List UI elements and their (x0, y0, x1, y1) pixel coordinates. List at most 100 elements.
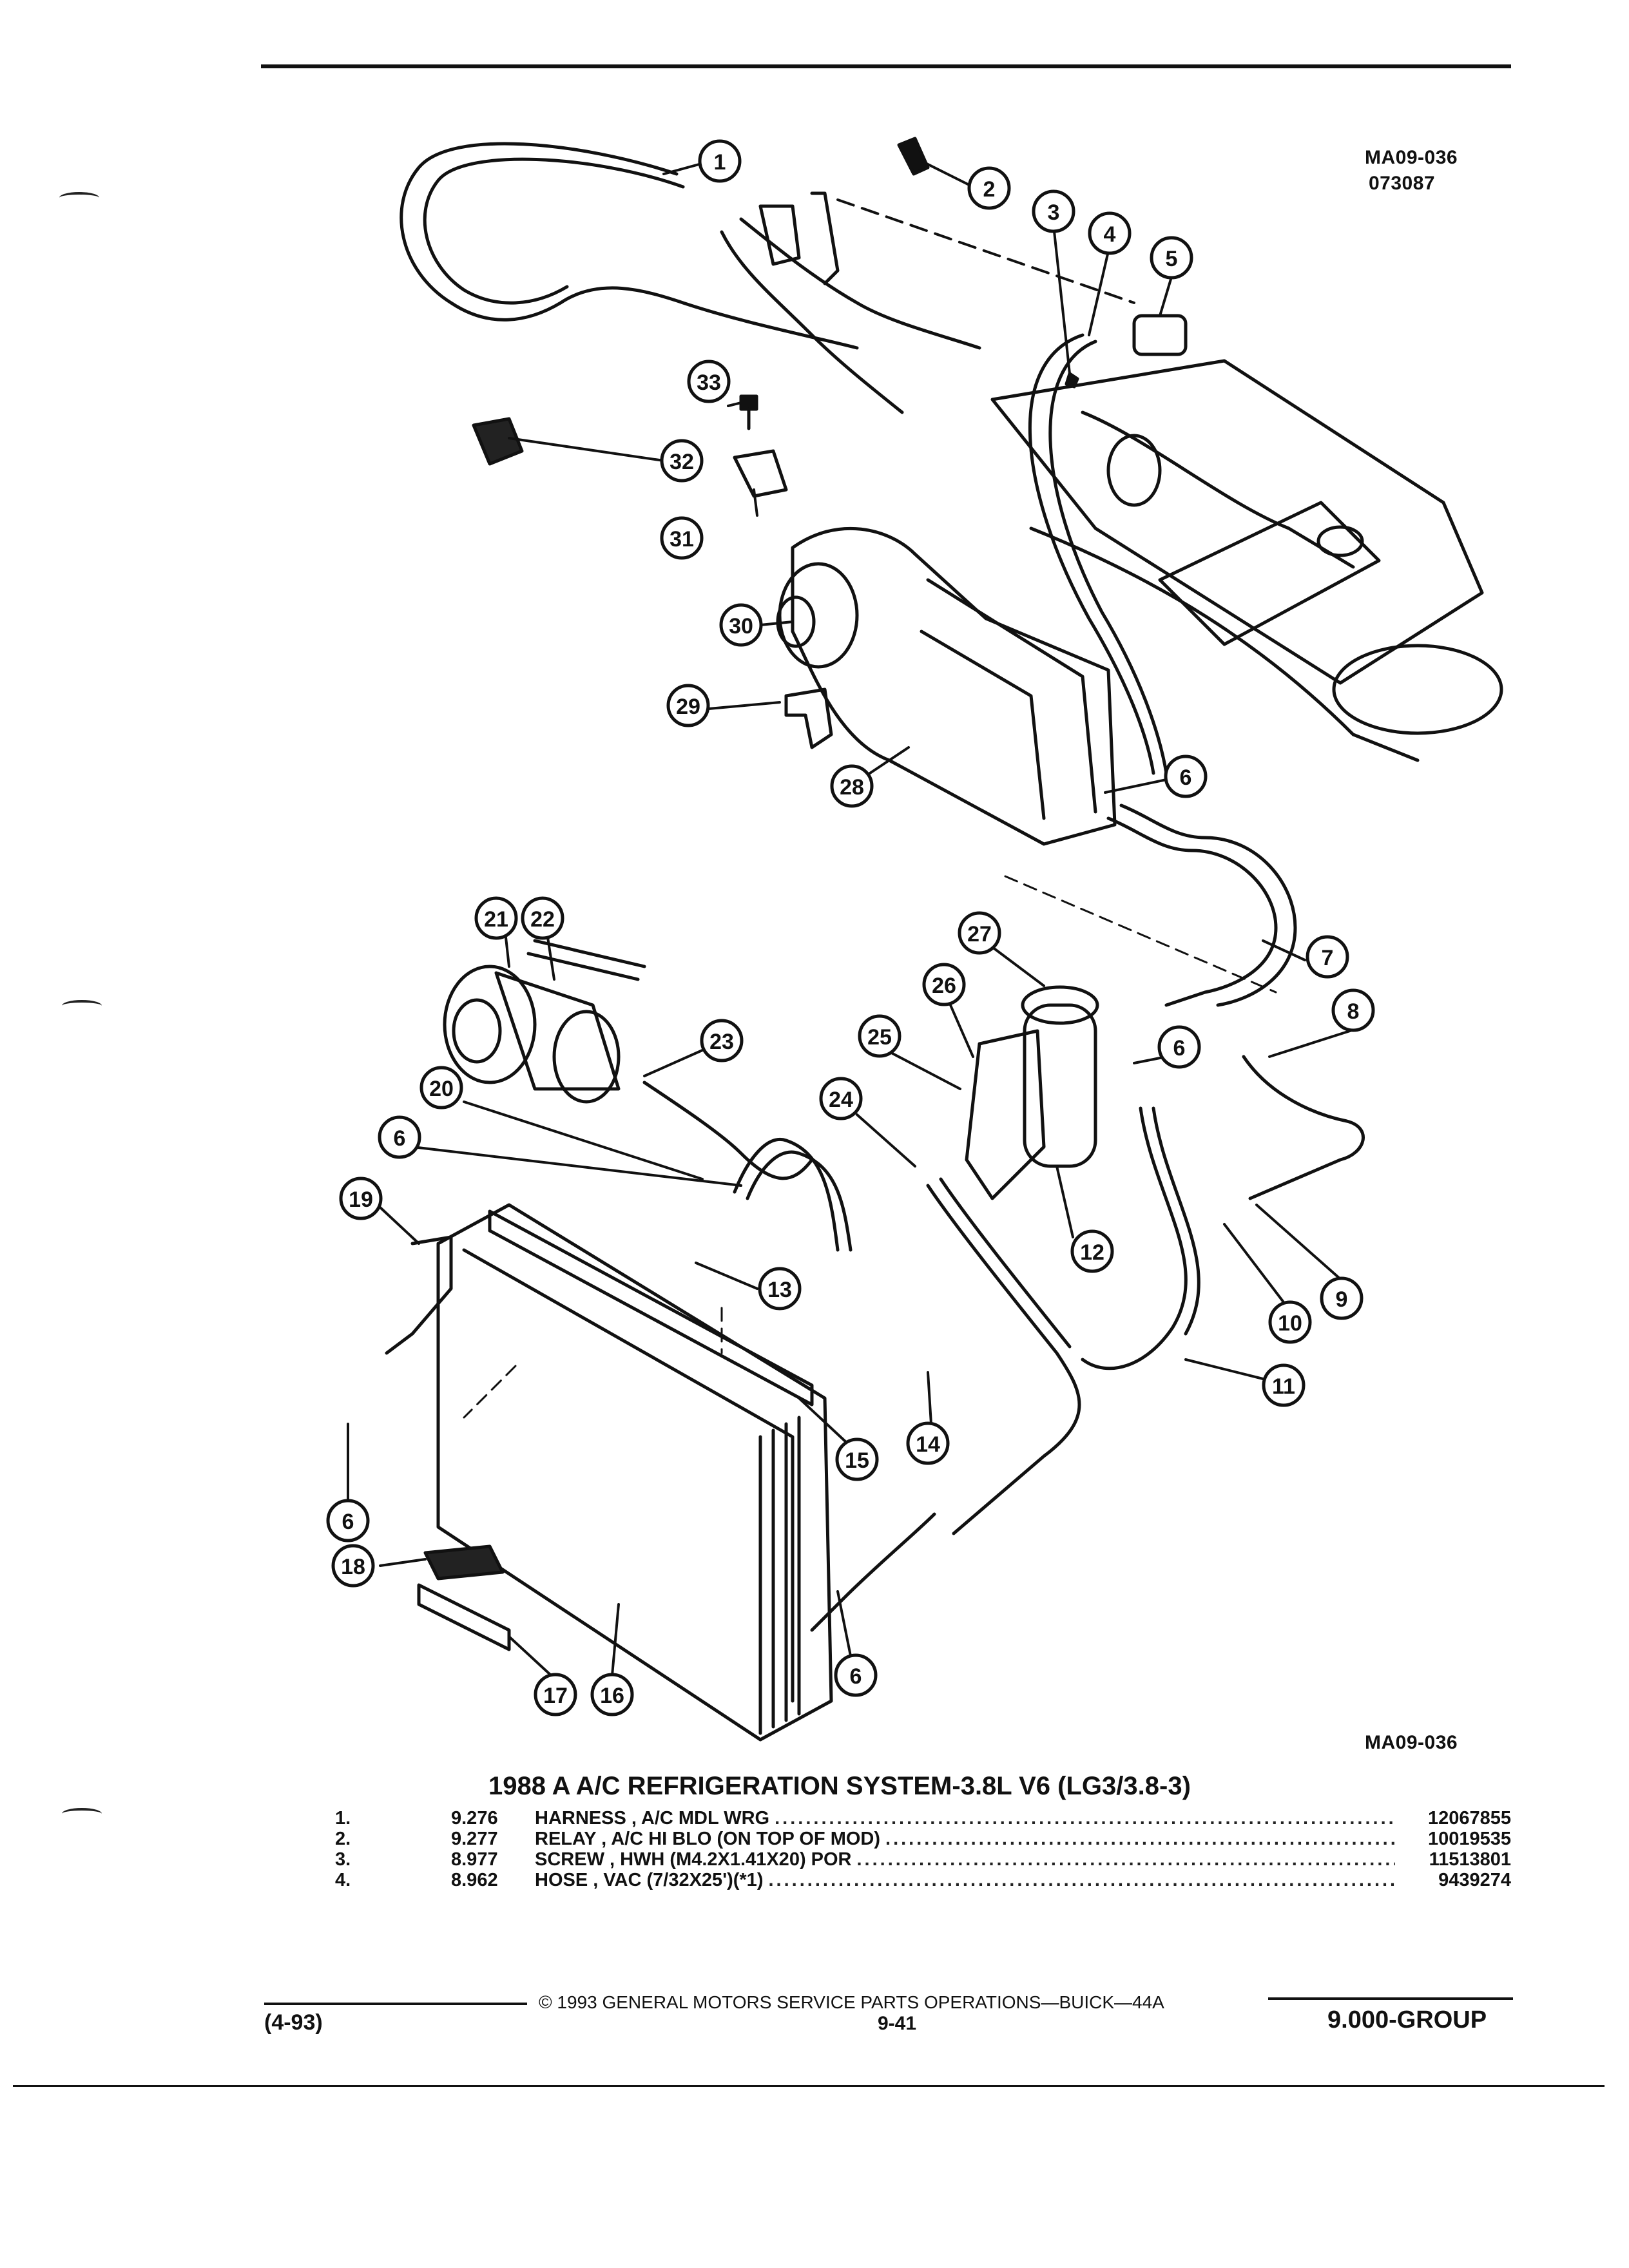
callout-marker: 12 (1070, 1229, 1114, 1273)
svg-text:6: 6 (1173, 1036, 1186, 1061)
svg-text:24: 24 (829, 1088, 853, 1112)
svg-text:20: 20 (429, 1077, 454, 1101)
callout-marker: 2 (967, 166, 1011, 210)
part-description: HOSE , VAC (7/32X25')(*1) (535, 1870, 764, 1890)
callout-marker: 21 (474, 896, 518, 940)
group-number: 9.276 (451, 1808, 498, 1829)
svg-text:21: 21 (484, 907, 508, 932)
svg-text:6: 6 (850, 1664, 862, 1689)
svg-text:1: 1 (714, 150, 726, 175)
callout-marker: 25 (858, 1014, 901, 1058)
footer-rule-left (264, 2003, 527, 2005)
item-number: 2. (335, 1829, 351, 1849)
callout-marker: 4 (1088, 211, 1132, 255)
svg-text:17: 17 (543, 1684, 568, 1708)
callout-marker: 6 (378, 1115, 421, 1159)
callout-marker: 31 (660, 516, 704, 560)
list-item: 4. 8.962 HOSE , VAC (7/32X25')(*1) .....… (335, 1870, 1511, 1890)
callout-marker: 28 (830, 764, 874, 808)
callout-marker: 26 (922, 963, 966, 1006)
callout-marker: 17 (534, 1673, 577, 1716)
svg-text:32: 32 (670, 450, 694, 474)
callout-marker: 1 (698, 139, 742, 183)
callout-marker: 6 (0, 0, 6, 12)
svg-text:30: 30 (729, 614, 753, 639)
drawing-code-top: MA09-036 (1365, 147, 1458, 168)
svg-text:8: 8 (1347, 999, 1360, 1024)
callout-marker: 29 (666, 684, 710, 727)
leader-dots: ........................................… (856, 1849, 1396, 1870)
svg-text:10: 10 (1278, 1311, 1302, 1336)
svg-text:16: 16 (600, 1684, 624, 1708)
part-description: SCREW , HWH (M4.2X1.41X20) POR (535, 1849, 852, 1870)
callout-marker: 8 (1331, 988, 1375, 1032)
leader-dots: ........................................… (768, 1870, 1395, 1890)
svg-text:7: 7 (1322, 946, 1334, 970)
part-description: RELAY , A/C HI BLO (ON TOP OF MOD) (535, 1829, 881, 1849)
harness (400, 142, 859, 350)
svg-text:28: 28 (840, 775, 864, 800)
list-item: 3. 8.977 SCREW , HWH (M4.2X1.41X20) POR … (335, 1849, 1511, 1870)
svg-text:4: 4 (1104, 222, 1116, 247)
callout-marker: 6 (326, 1499, 370, 1542)
callout-marker: 7 (1306, 935, 1349, 979)
group-number: 8.977 (451, 1849, 498, 1870)
svg-text:31: 31 (670, 527, 694, 552)
svg-text:3: 3 (1048, 200, 1060, 225)
group-number: 8.962 (451, 1870, 498, 1890)
callout-marker: 3 (1032, 189, 1075, 233)
callout-marker: 32 (660, 439, 704, 483)
svg-text:6: 6 (0, 0, 6, 12)
svg-text:26: 26 (932, 974, 956, 998)
svg-text:12: 12 (1080, 1240, 1104, 1265)
svg-text:23: 23 (709, 1030, 734, 1054)
callout-marker: 5 (1150, 236, 1193, 280)
callout-marker: 11 (1262, 1363, 1306, 1407)
callout-marker: 22 (521, 896, 564, 940)
drawing-date: 073087 (1369, 173, 1436, 194)
group-number: 9.277 (451, 1829, 498, 1849)
list-item: 1. 9.276 HARNESS , A/C MDL WRG .........… (335, 1808, 1511, 1829)
leader-dots: ........................................… (885, 1829, 1395, 1849)
callout-marker: 24 (819, 1077, 863, 1120)
svg-text:29: 29 (676, 695, 700, 719)
svg-text:11: 11 (1272, 1374, 1295, 1399)
svg-text:33: 33 (697, 370, 721, 395)
callout-marker: 19 (339, 1177, 383, 1220)
svg-text:2: 2 (983, 177, 996, 202)
svg-text:14: 14 (916, 1432, 940, 1457)
callout-marker: 14 (906, 1421, 950, 1465)
item-number: 3. (335, 1849, 351, 1870)
callout-marker: 33 (687, 360, 731, 403)
list-item: 2. 9.277 RELAY , A/C HI BLO (ON TOP OF M… (335, 1829, 1511, 1849)
callout-marker: 9 (1320, 1276, 1364, 1320)
footer-rule-right (1268, 1997, 1513, 2000)
svg-text:6: 6 (394, 1126, 406, 1151)
svg-text:6: 6 (342, 1510, 354, 1534)
leader-dots: ........................................… (775, 1808, 1395, 1829)
callout-marker: 20 (419, 1066, 463, 1110)
callout-marker: 15 (835, 1437, 879, 1481)
footer-copyright: © 1993 GENERAL MOTORS SERVICE PARTS OPER… (539, 1992, 1164, 2012)
part-number: 12067855 (1427, 1808, 1511, 1829)
item-number: 4. (335, 1870, 351, 1890)
parts-list: 1. 9.276 HARNESS , A/C MDL WRG .........… (335, 1808, 1511, 1890)
svg-text:13: 13 (767, 1278, 792, 1302)
binder-hole-mark (62, 1808, 102, 1820)
callout-marker: 16 (590, 1673, 634, 1716)
svg-text:9: 9 (1336, 1287, 1348, 1312)
part-number: 10019535 (1427, 1829, 1511, 1849)
callout-marker: 6 (1157, 1025, 1201, 1069)
svg-text:18: 18 (341, 1555, 365, 1579)
callout-marker: 30 (719, 603, 763, 647)
item-number: 1. (335, 1808, 351, 1829)
part-number: 11513801 (1429, 1849, 1511, 1870)
binder-hole-mark (59, 192, 99, 204)
svg-text:19: 19 (349, 1187, 373, 1212)
svg-text:25: 25 (867, 1025, 892, 1050)
part-description: HARNESS , A/C MDL WRG (535, 1808, 770, 1829)
svg-text:15: 15 (845, 1448, 869, 1473)
page-title: 1988 A A/C REFRIGERATION SYSTEM-3.8L V6 … (488, 1772, 1191, 1800)
callout-marker: 10 (1268, 1300, 1312, 1344)
